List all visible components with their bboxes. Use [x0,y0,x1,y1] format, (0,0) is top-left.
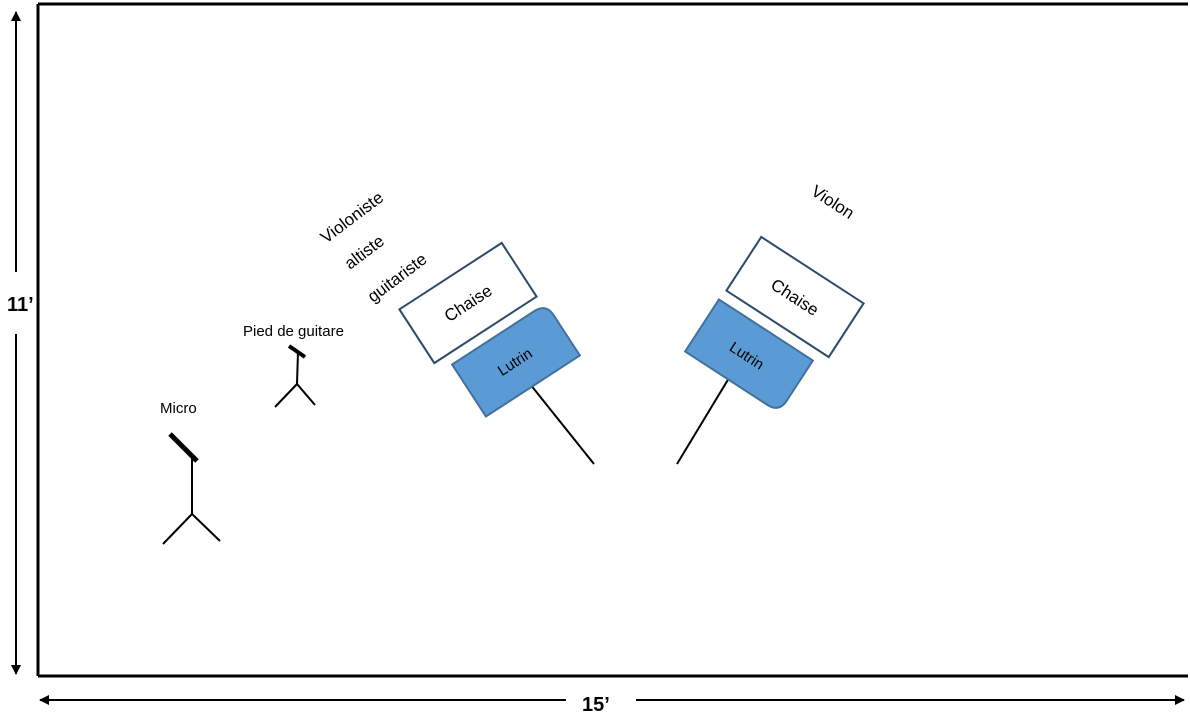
chair-left: Chaise [398,241,538,365]
width-label: 15’ [582,694,610,716]
right-role-label: Violon [808,181,858,223]
height-label: 11’ [7,294,34,316]
chair-right: Chaise [725,235,865,359]
lutrin-right: Lutrin [683,298,815,409]
music-stand-right-icon [676,377,730,465]
microphone-stand-icon [162,432,221,545]
guitar-stand-icon [274,344,316,408]
lutrin-left: Lutrin [450,307,582,418]
guitar-stand-label: Pied de guitare [243,323,344,340]
left-role-label-2: altiste [341,231,388,273]
micro-label: Micro [160,400,197,417]
music-stand-left-icon [529,383,595,465]
